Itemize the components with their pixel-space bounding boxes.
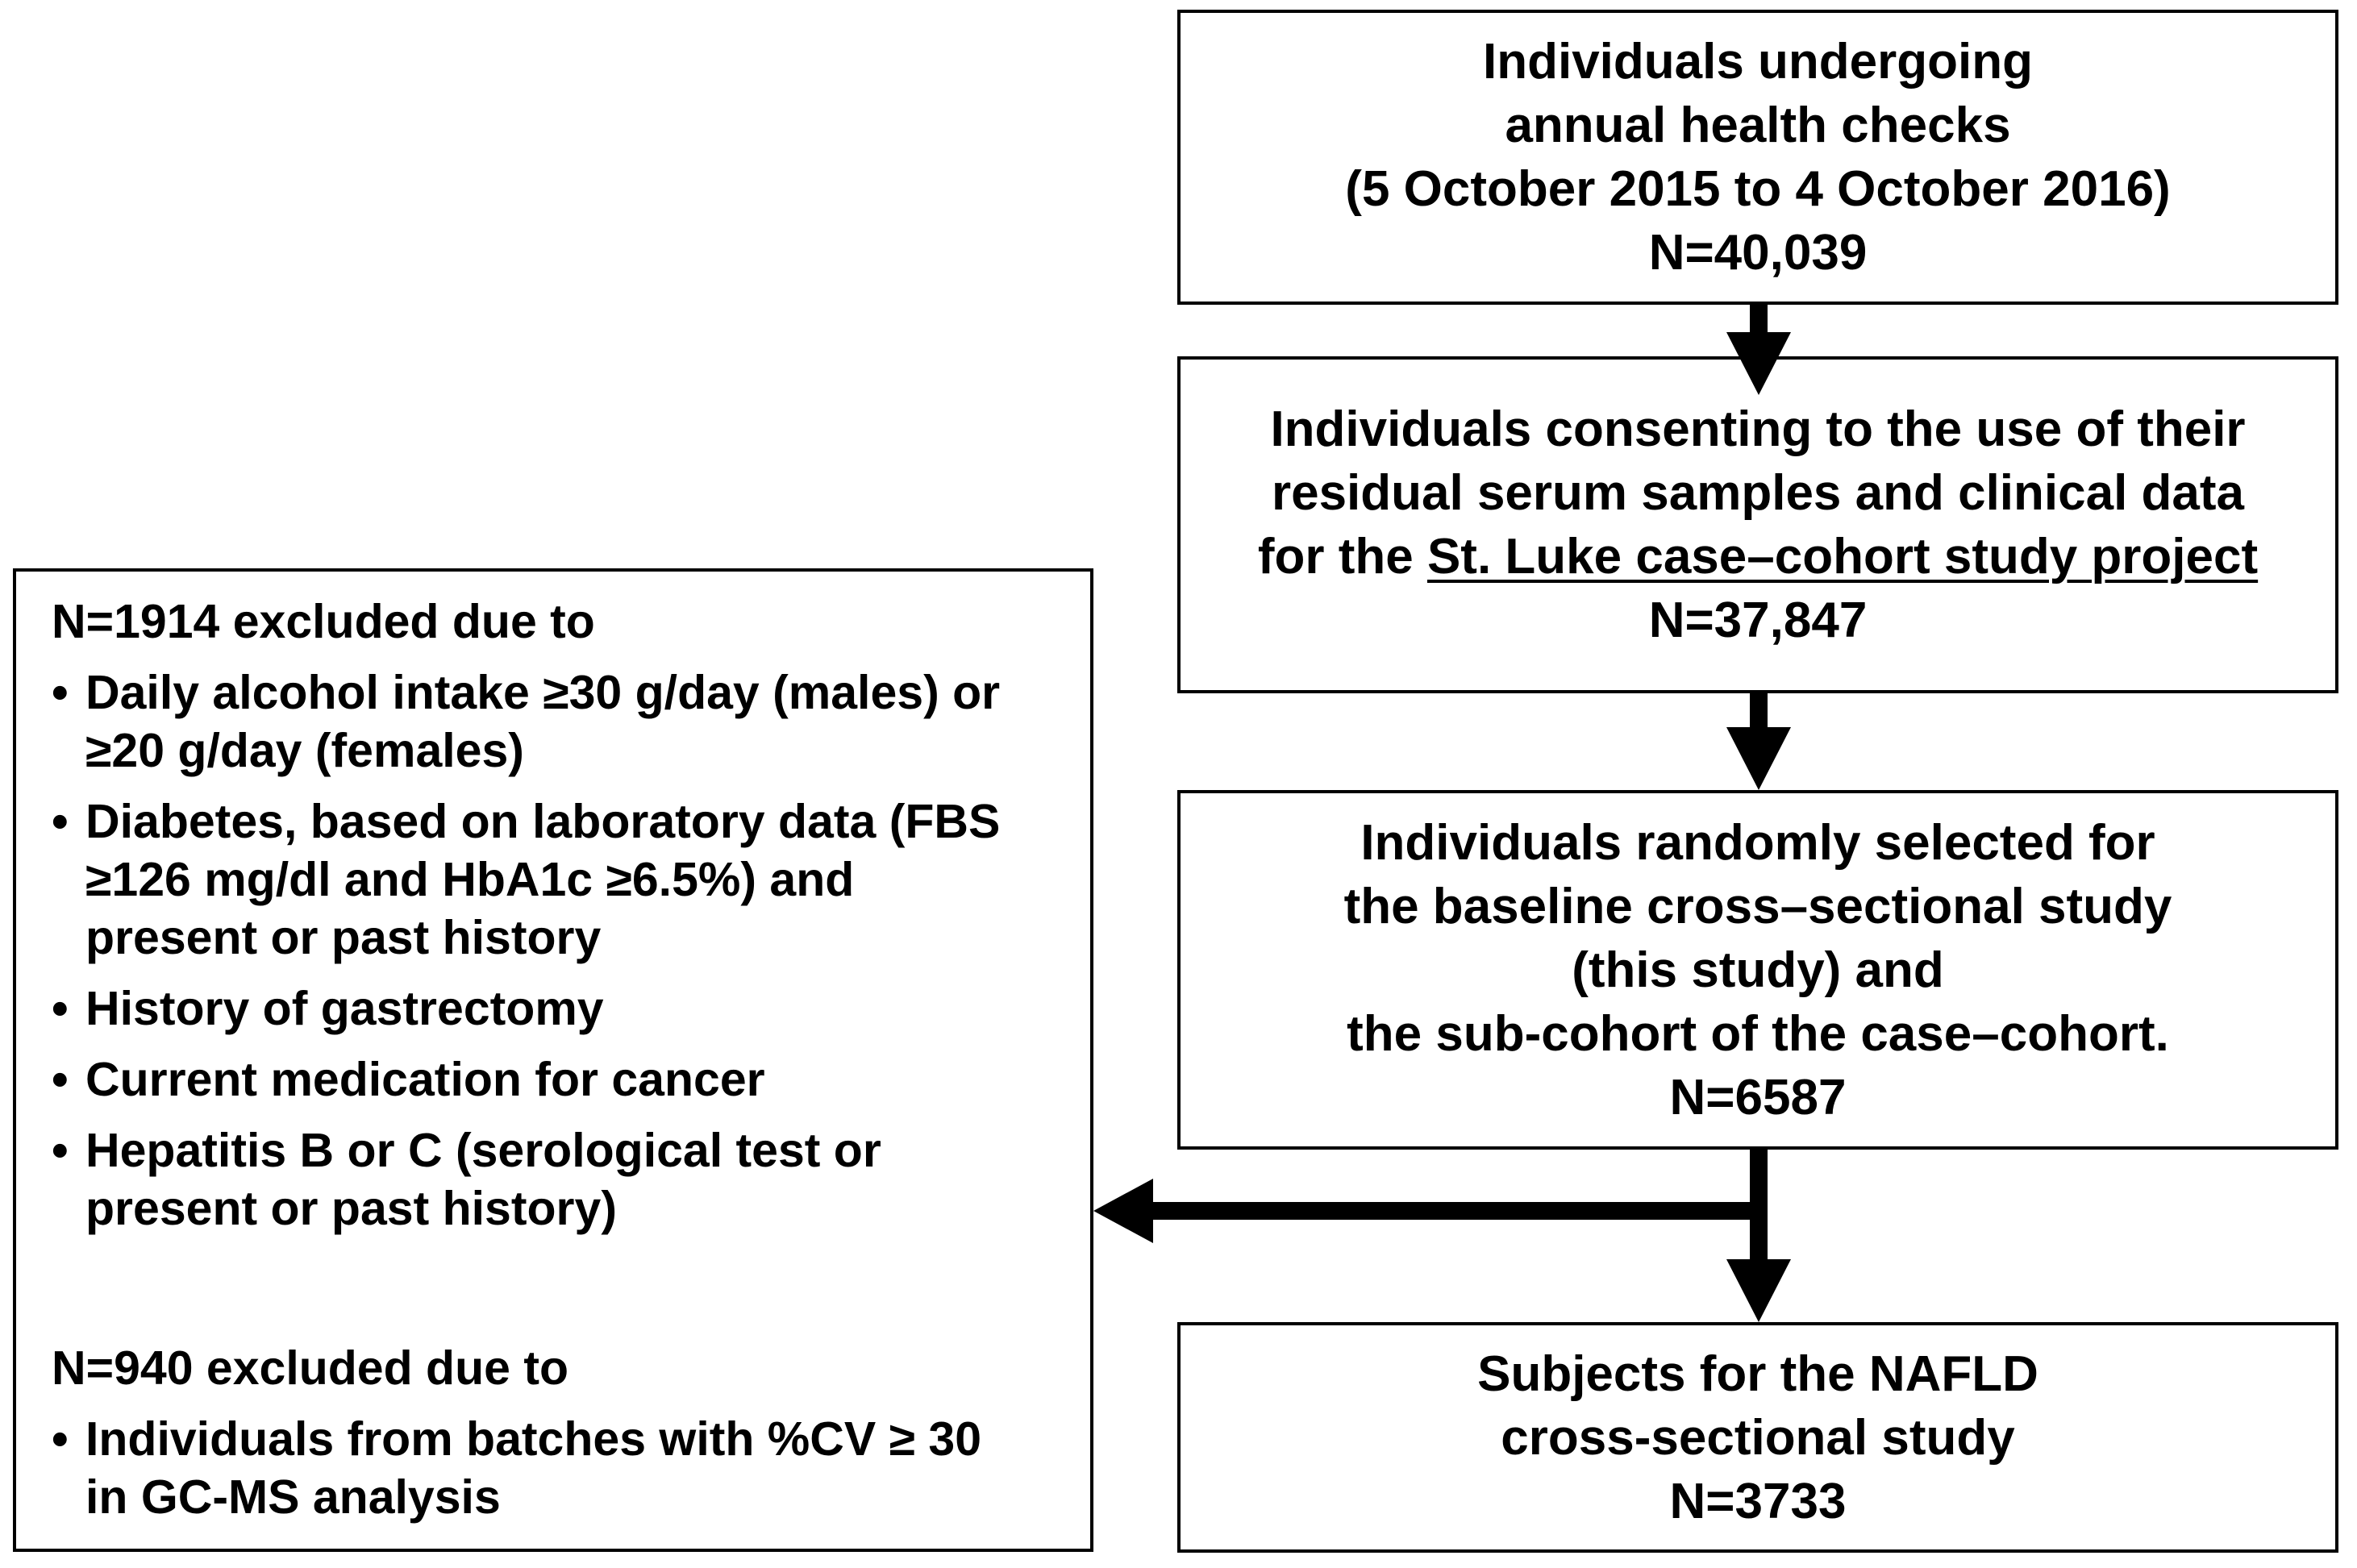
box-health-checks-line2: annual health checks xyxy=(1505,98,2011,153)
box-consenting-line2: residual serum samples and clinical data xyxy=(1271,465,2245,521)
box-nafld-subjects-line1: Subjects for the NAFLD xyxy=(1477,1345,2038,1402)
arrow-left-exclusion xyxy=(1093,1179,1768,1243)
box-consenting-line3: for the St. Luke case–cohort study proje… xyxy=(1258,525,2258,589)
exclusion-list-first: Daily alcohol intake ≥30 g/day (males) o… xyxy=(52,663,1074,1237)
box-health-checks-line1: Individuals undergoing xyxy=(1483,34,2033,89)
exclusion-item: Daily alcohol intake ≥30 g/day (males) o… xyxy=(52,663,1074,780)
box-randomly-selected-line4: the sub-cohort of the case–cohort. xyxy=(1347,1005,2169,1062)
box-randomly-selected-count: N=6587 xyxy=(1669,1069,1847,1125)
box-health-checks-line3: (5 October 2015 to 4 October 2016) xyxy=(1345,161,2171,217)
box-nafld-subjects-line2: cross-sectional study xyxy=(1501,1409,2015,1466)
arrow-down-1 xyxy=(1726,305,1791,395)
box-consenting-line3-prefix: for the xyxy=(1257,529,1427,584)
box-consenting: Individuals consenting to the use of the… xyxy=(1177,356,2338,693)
box-nafld-subjects-count: N=3733 xyxy=(1669,1473,1847,1529)
box-nafld-subjects: Subjects for the NAFLD cross-sectional s… xyxy=(1177,1322,2338,1553)
exclusion-list-second: Individuals from batches with %CV ≥ 30 i… xyxy=(52,1410,1074,1526)
box-health-checks-count: N=40,039 xyxy=(1648,225,1868,281)
exclusion-section-first: N=1914 excluded due to Daily alcohol int… xyxy=(52,593,1074,1237)
box-consenting-line1: Individuals consenting to the use of the… xyxy=(1270,401,2246,457)
exclusion-item: Hepatitis B or C (serological test or pr… xyxy=(52,1121,1074,1237)
study-project-name: St. Luke case–cohort study project xyxy=(1426,529,2259,584)
exclusion-heading-first: N=1914 excluded due to xyxy=(52,595,595,648)
exclusion-item: History of gastrectomy xyxy=(52,979,1074,1038)
exclusion-section-second: N=940 excluded due to Individuals from b… xyxy=(52,1339,1074,1526)
box-consenting-count: N=37,847 xyxy=(1648,593,1868,648)
exclusion-item: Individuals from batches with %CV ≥ 30 i… xyxy=(52,1410,1074,1526)
exclusion-heading-second: N=940 excluded due to xyxy=(52,1341,569,1395)
exclusion-item: Diabetes, based on laboratory data (FBS … xyxy=(52,792,1074,967)
arrow-down-2 xyxy=(1726,693,1791,790)
box-health-checks: Individuals undergoing annual health che… xyxy=(1177,10,2338,305)
arrow-down-3 xyxy=(1726,1150,1791,1322)
box-randomly-selected-line3: (this study) and xyxy=(1572,942,1944,998)
box-exclusions: N=1914 excluded due to Daily alcohol int… xyxy=(13,568,1093,1552)
exclusion-item: Current medication for cancer xyxy=(52,1050,1074,1108)
box-randomly-selected: Individuals randomly selected for the ba… xyxy=(1177,790,2338,1150)
box-randomly-selected-line1: Individuals randomly selected for xyxy=(1360,814,2155,871)
box-randomly-selected-line2: the baseline cross–sectional study xyxy=(1343,878,2172,934)
